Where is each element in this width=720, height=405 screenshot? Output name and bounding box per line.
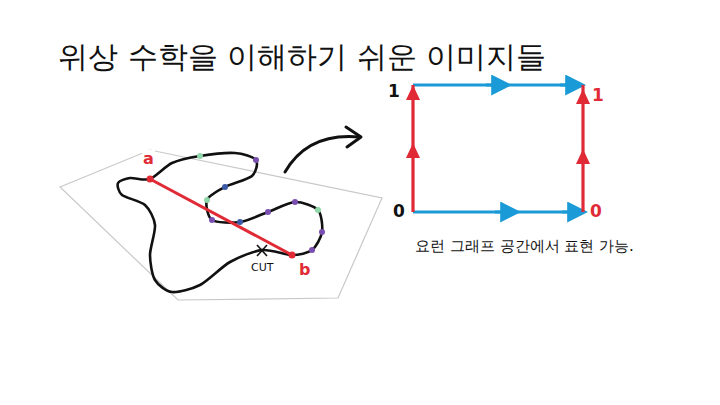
right-edge xyxy=(581,85,584,212)
arrow-head xyxy=(346,127,361,147)
corner-label: 0 xyxy=(393,202,405,222)
corner-label: 1 xyxy=(592,86,604,106)
title: 위상 수학을 이해하기 쉬운 이미지들 xyxy=(58,40,546,75)
curve-dot xyxy=(319,229,325,235)
note: 요런 그래프 공간에서 표현 가능. xyxy=(415,238,634,255)
edge-arrow xyxy=(495,211,517,214)
plane xyxy=(60,150,382,300)
curve-dot xyxy=(315,207,321,213)
bottom-edge xyxy=(413,211,580,214)
corner-label: 1 xyxy=(388,82,400,102)
curve-dot xyxy=(237,219,243,225)
corner-label: 0 xyxy=(590,202,602,222)
chord-line xyxy=(150,179,292,255)
curve-path xyxy=(118,153,323,292)
curve-dot xyxy=(222,184,228,190)
cut-mark xyxy=(257,245,267,256)
edge-arrow xyxy=(486,84,508,87)
curve-dot xyxy=(253,157,259,163)
curved-arrow xyxy=(285,136,360,172)
edge-arrow xyxy=(576,89,590,104)
curve-dot xyxy=(309,247,315,253)
end-point xyxy=(147,176,154,183)
point-label: a xyxy=(142,150,155,168)
end-point xyxy=(289,252,296,259)
curve-dot xyxy=(204,197,210,203)
curve-dot xyxy=(209,217,215,223)
edge-arrow xyxy=(576,149,590,164)
edge-arrow xyxy=(406,85,420,100)
curve-dot xyxy=(265,209,271,215)
point-label: b xyxy=(298,261,311,279)
edge-arrow xyxy=(560,84,582,87)
curve-dot xyxy=(197,153,203,159)
cut-label: CUT xyxy=(250,262,274,275)
edge-arrow xyxy=(562,211,584,214)
edge-arrow xyxy=(406,143,420,158)
curve-dot xyxy=(292,199,298,205)
closed-curve xyxy=(118,153,325,292)
top-edge xyxy=(413,84,580,87)
